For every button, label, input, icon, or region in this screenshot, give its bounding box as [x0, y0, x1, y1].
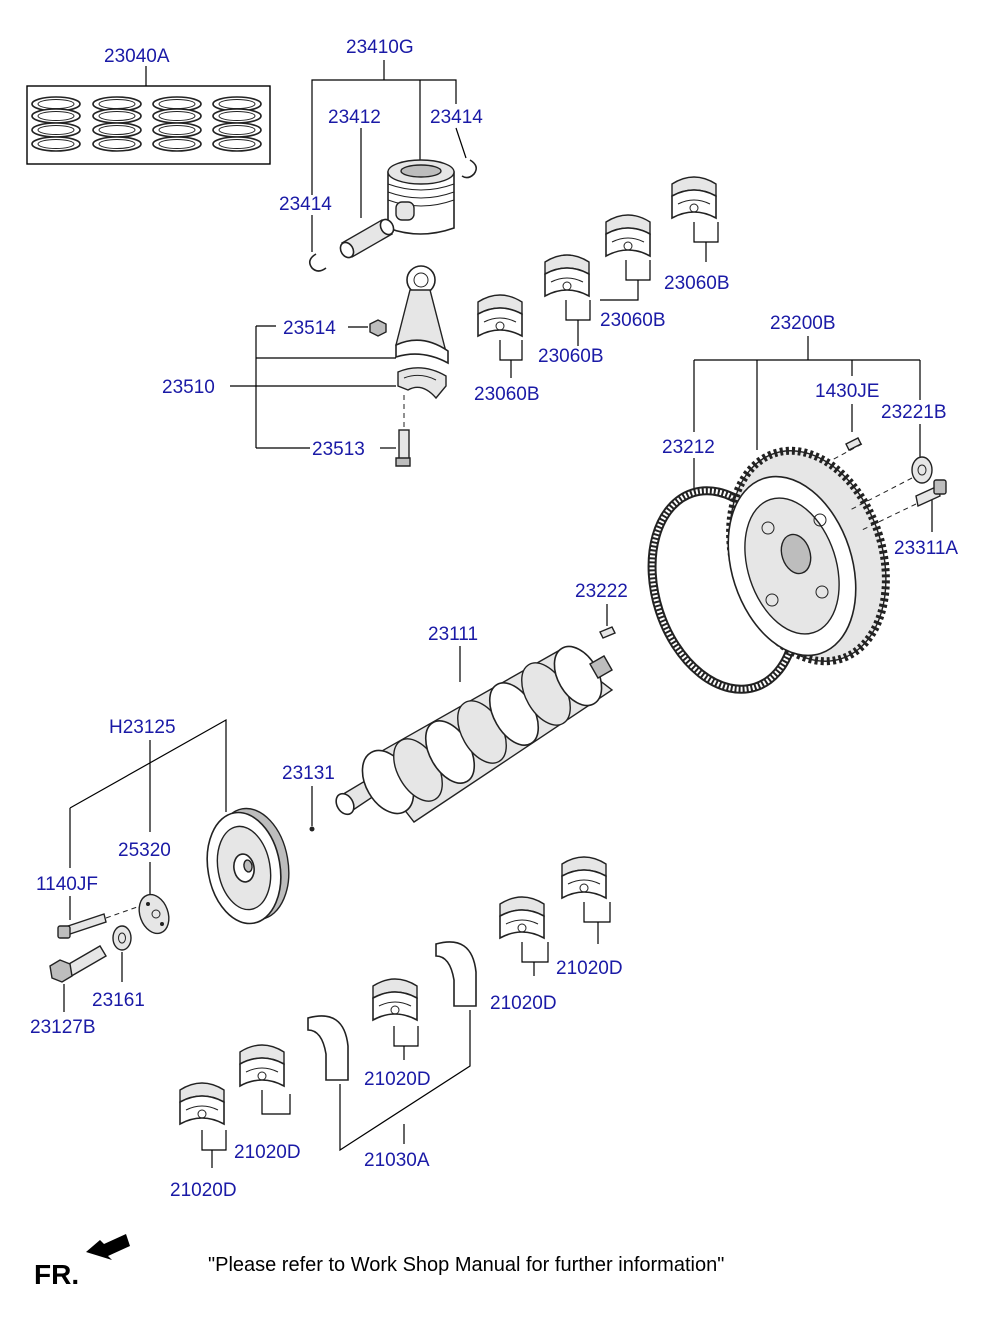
- pin-23131[interactable]: [309, 826, 315, 832]
- label-23410G[interactable]: 23410G: [346, 37, 414, 58]
- label-23060B-3[interactable]: 23060B: [600, 310, 666, 331]
- piston-ring-set[interactable]: [26, 85, 271, 165]
- label-1430JE[interactable]: 1430JE: [815, 381, 879, 402]
- flywheel-bolt-23311A[interactable]: [915, 479, 947, 508]
- washer-23161[interactable]: [112, 925, 132, 951]
- rod-cap[interactable]: [397, 367, 447, 400]
- label-1140JF[interactable]: 1140JF: [36, 874, 98, 895]
- label-23412[interactable]: 23412: [328, 107, 381, 128]
- label-23200B[interactable]: 23200B: [770, 313, 836, 334]
- label-H23125[interactable]: H23125: [109, 717, 176, 738]
- label-23221B[interactable]: 23221B: [881, 402, 947, 423]
- main-bearing-2[interactable]: [239, 1044, 285, 1087]
- label-23127B[interactable]: 23127B: [30, 1017, 96, 1038]
- connecting-rod[interactable]: [395, 265, 449, 365]
- snap-ring-left[interactable]: [308, 253, 327, 272]
- label-23060B-2[interactable]: 23060B: [538, 346, 604, 367]
- crankshaft-pulley[interactable]: [199, 803, 297, 930]
- crankshaft[interactable]: [333, 638, 614, 823]
- label-21020D-4[interactable]: 21020D: [490, 993, 557, 1014]
- main-bearing-5[interactable]: [561, 856, 607, 899]
- main-bearing-4[interactable]: [499, 896, 545, 939]
- rod-bolt[interactable]: [395, 429, 411, 467]
- thrust-washer-2[interactable]: [435, 941, 477, 1007]
- rod-nut[interactable]: [369, 319, 387, 337]
- thrust-washer-1[interactable]: [307, 1015, 349, 1081]
- label-23222[interactable]: 23222: [575, 581, 628, 602]
- label-23212[interactable]: 23212: [662, 437, 715, 458]
- label-23414-top[interactable]: 23414: [430, 107, 483, 128]
- label-21020D-3[interactable]: 21020D: [364, 1069, 431, 1090]
- conrod-bearing-2[interactable]: [544, 254, 590, 297]
- label-21030A[interactable]: 21030A: [364, 1150, 430, 1171]
- label-23513[interactable]: 23513: [312, 439, 365, 460]
- conrod-bearing-4[interactable]: [671, 176, 717, 219]
- damper-hub-25320[interactable]: [134, 890, 174, 937]
- pin-23222[interactable]: [599, 626, 616, 639]
- label-23510[interactable]: 23510: [162, 377, 215, 398]
- snap-ring-right[interactable]: [461, 159, 478, 179]
- label-25320[interactable]: 25320: [118, 840, 171, 861]
- footer-note: "Please refer to Work Shop Manual for fu…: [208, 1254, 724, 1276]
- pulley-bolt-23127B[interactable]: [49, 945, 107, 983]
- main-bearing-3[interactable]: [372, 978, 418, 1021]
- label-21020D-2[interactable]: 21020D: [234, 1142, 301, 1163]
- label-21020D-1[interactable]: 21020D: [170, 1180, 237, 1201]
- flywheel-plate-23221B[interactable]: [911, 456, 933, 484]
- label-23040A[interactable]: 23040A: [104, 46, 170, 67]
- label-23514[interactable]: 23514: [283, 318, 336, 339]
- label-23111[interactable]: 23111: [428, 624, 478, 645]
- label-23161[interactable]: 23161: [92, 990, 145, 1011]
- flywheel[interactable]: [704, 430, 912, 681]
- front-arrow-icon: [86, 1234, 130, 1260]
- label-23060B-1[interactable]: 23060B: [474, 384, 540, 405]
- conrod-bearing-3[interactable]: [605, 214, 651, 257]
- front-direction-label: FR.: [34, 1259, 79, 1290]
- label-23414-left[interactable]: 23414: [279, 194, 332, 215]
- label-23060B-4[interactable]: 23060B: [664, 273, 730, 294]
- piston-pin[interactable]: [338, 217, 396, 260]
- piston[interactable]: [387, 159, 455, 235]
- bolt-1140JF[interactable]: [57, 913, 107, 939]
- conrod-bearing-1[interactable]: [477, 294, 523, 337]
- label-23311A[interactable]: 23311A: [894, 538, 958, 559]
- main-bearing-1[interactable]: [179, 1082, 225, 1125]
- label-23131[interactable]: 23131: [282, 763, 335, 784]
- label-21020D-5[interactable]: 21020D: [556, 958, 623, 979]
